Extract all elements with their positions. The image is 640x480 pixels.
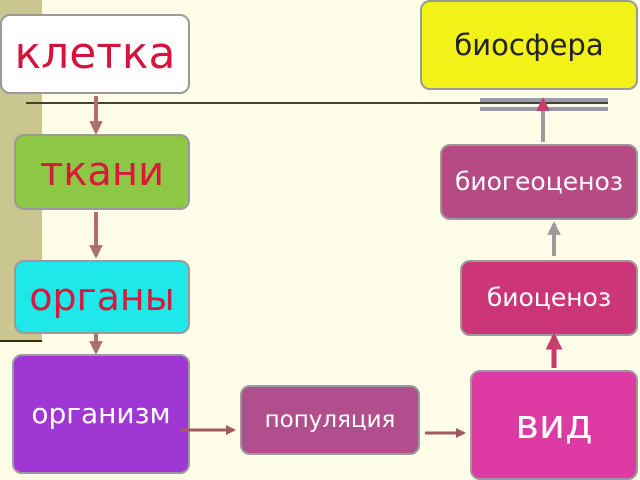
node-species: вид (470, 370, 638, 480)
node-species-label: вид (515, 402, 593, 448)
node-tissues: ткани (14, 134, 190, 210)
node-tissues-label: ткани (39, 149, 165, 195)
node-biocenosis-label: биоценоз (486, 282, 612, 312)
node-organism-label: организм (31, 397, 171, 431)
node-population-label: популяция (264, 406, 396, 433)
node-biogeocenosis: биогеоценоз (440, 144, 638, 220)
node-biosphere-label: биосфера (454, 27, 604, 62)
node-cell: клетка (0, 14, 190, 94)
divider-line (26, 102, 608, 104)
node-population: популяция (240, 385, 420, 455)
node-biosphere: биосфера (420, 0, 638, 90)
node-biogeocenosis-label: биогеоценоз (454, 167, 624, 197)
node-organism: организм (12, 354, 190, 474)
decorative-stripe-base (0, 340, 42, 342)
node-organs-label: органы (29, 274, 175, 319)
node-cell-label: клетка (14, 27, 176, 79)
node-organs: органы (14, 260, 190, 334)
